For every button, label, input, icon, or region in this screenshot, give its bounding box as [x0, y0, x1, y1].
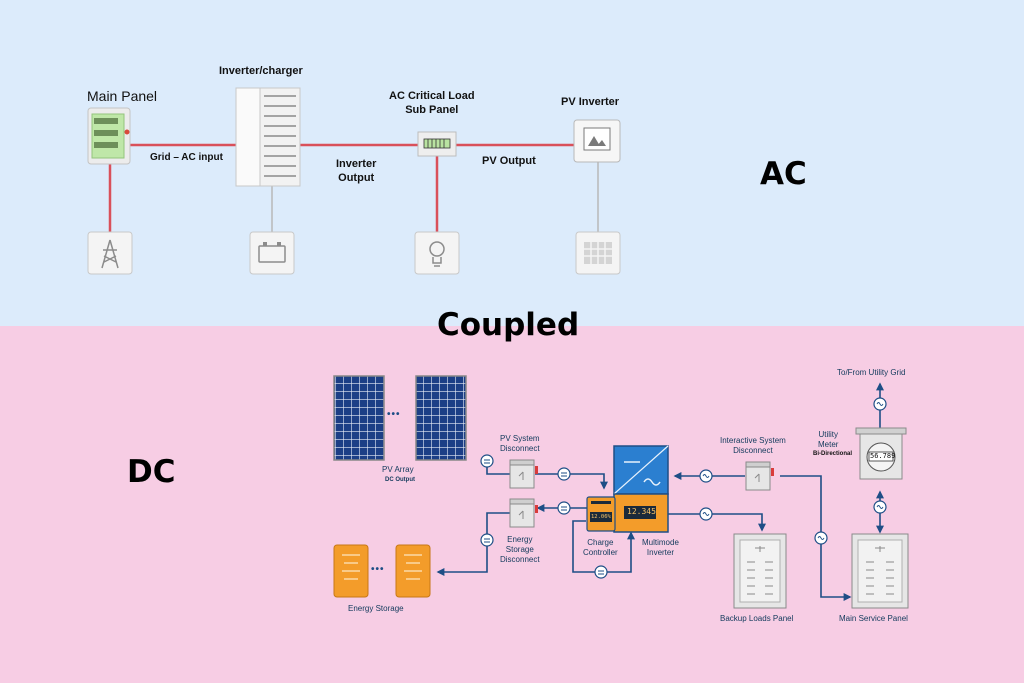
pv-inverter-icon — [573, 119, 621, 163]
es-disconnect-line3: Disconnect — [500, 555, 540, 564]
energy-storage-label: Energy Storage — [348, 604, 404, 613]
critical-load-label-line1: AC Critical Load — [389, 90, 475, 102]
pv-inverter-label: PV Inverter — [561, 96, 620, 108]
es-disconnect-line2: Storage — [505, 545, 534, 554]
multimode-line2: Inverter — [646, 548, 675, 557]
charge-controller-line1: Charge — [587, 538, 614, 547]
grid-tower-icon — [87, 231, 133, 275]
critical-load-subpanel-icon — [417, 131, 457, 157]
pv-disconnect-label: PV System Disconnect — [500, 434, 540, 454]
dc-symbol-circles — [480, 397, 887, 579]
interactive-disconnect-line2: Disconnect — [733, 446, 773, 455]
pv-disconnect-line2: Disconnect — [500, 444, 540, 453]
main-panel-label: Main Panel — [87, 88, 158, 104]
inverter-charger-icon — [235, 87, 301, 187]
dc-symbol-icon — [557, 501, 571, 515]
charge-controller-label: Charge Controller — [583, 538, 618, 558]
main-service-panel-icon — [851, 533, 909, 609]
pv-system-disconnect-icon — [509, 459, 538, 489]
es-disconnect-label: Energy Storage Disconnect — [500, 535, 540, 565]
multimode-line1: Multimode — [642, 538, 679, 547]
dc-heading: DC — [127, 454, 176, 490]
interactive-disconnect-line1: Interactive System — [720, 436, 786, 445]
ac-coupled-section — [0, 0, 1024, 326]
pv-disconnect-line1: PV System — [500, 434, 540, 443]
coupled-heading: Coupled — [437, 307, 580, 343]
main-panel-icon — [87, 107, 131, 165]
meter-reading: 56.789 — [870, 452, 896, 460]
charge-controller-icon — [586, 496, 616, 532]
inverter-charger-label: Inverter/charger — [219, 65, 303, 77]
inverter-output-label: Inverter Output — [336, 157, 376, 185]
bidirectional-label: Bi-Directional — [813, 451, 853, 457]
pv-panel — [333, 375, 385, 461]
utility-meter-line1: Utility — [818, 430, 838, 439]
pv-panel — [415, 375, 467, 461]
multimode-inverter-label: Multimode Inverter — [642, 538, 679, 558]
backup-loads-panel-icon — [733, 533, 787, 609]
main-service-panel-label: Main Service Panel — [839, 614, 908, 623]
pv-output-label: PV Output — [482, 155, 536, 167]
inverter-output-line1: Inverter — [336, 158, 377, 170]
utility-grid-label: To/From Utility Grid — [837, 368, 906, 377]
grid-ac-input-label: Grid – AC input — [150, 152, 223, 163]
dc-symbol-icon — [480, 533, 494, 547]
critical-load-label: AC Critical Load Sub Panel — [389, 89, 475, 117]
backup-loads-label: Backup Loads Panel — [720, 614, 794, 623]
battery-unit — [333, 544, 369, 598]
dc-symbol-icon — [557, 467, 571, 481]
utility-meter-line2: Meter — [818, 440, 839, 449]
charge-controller-display: 12.06% — [591, 514, 611, 520]
pv-array-label: PV Array — [382, 465, 414, 474]
dc-symbol-icon — [480, 454, 494, 468]
utility-meter-label: Utility Meter — [818, 430, 838, 450]
dc-symbol-icon — [594, 565, 608, 579]
light-bulb-icon — [414, 231, 460, 275]
es-disconnect-line1: Energy — [507, 535, 533, 544]
battery-unit — [395, 544, 431, 598]
inverter-output-line2: Output — [338, 172, 375, 184]
energy-storage-disconnect-icon — [509, 498, 538, 528]
battery-icon — [249, 231, 295, 275]
energy-storage-batteries — [333, 544, 431, 598]
utility-meter-icon — [855, 427, 907, 480]
multimode-inverter-icon — [613, 445, 669, 533]
dc-output-label: DC Output — [385, 477, 415, 483]
pv-array-ellipsis: ••• — [387, 409, 401, 420]
solar-panel-icon — [575, 231, 621, 275]
critical-load-label-line2: Sub Panel — [405, 104, 459, 116]
ac-heading: AC — [760, 156, 807, 192]
ac-wires — [108, 143, 599, 232]
interactive-system-disconnect-icon — [745, 461, 774, 491]
multimode-display: 12.345 — [627, 507, 656, 516]
charge-controller-line2: Controller — [583, 548, 618, 557]
pv-array-panels — [333, 375, 467, 461]
interactive-disconnect-label: Interactive System Disconnect — [720, 436, 786, 456]
storage-ellipsis: ••• — [371, 564, 385, 575]
